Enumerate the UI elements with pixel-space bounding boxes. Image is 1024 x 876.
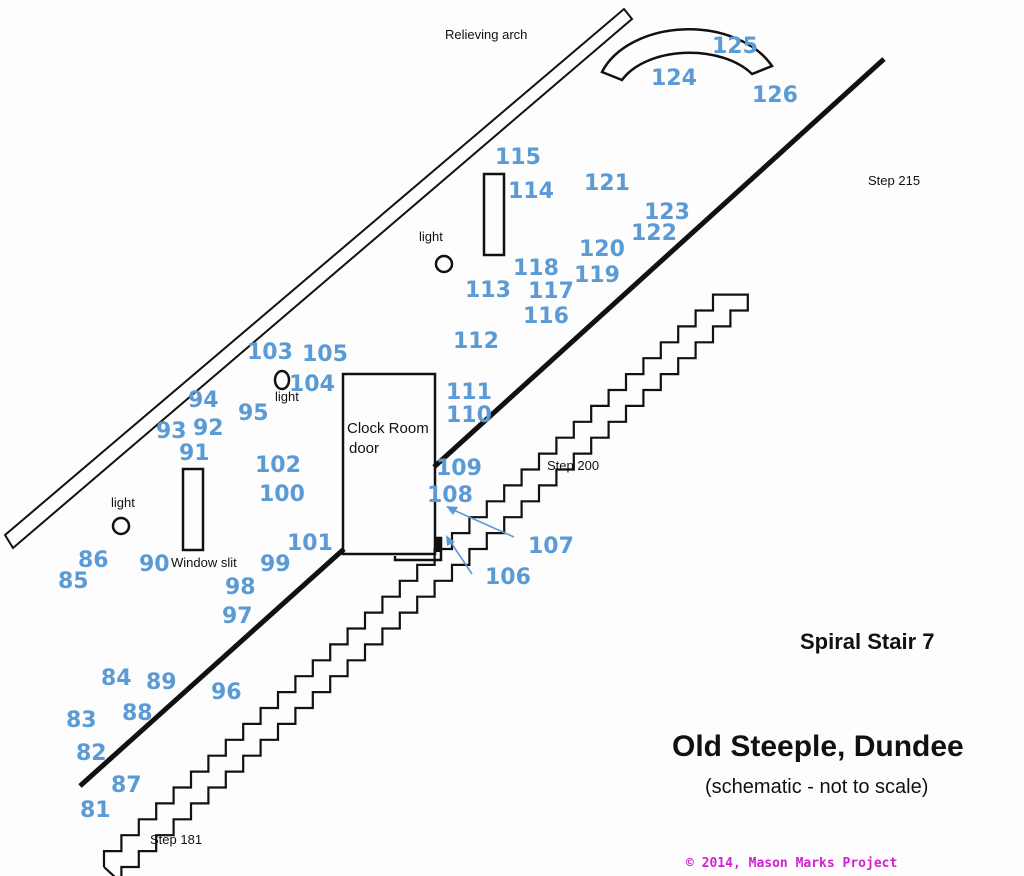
mark-95: 95 [238,401,269,426]
mark-112: 112 [453,329,499,354]
arrow-107-head [446,506,458,515]
mark-92: 92 [193,416,224,441]
mark-84: 84 [101,666,132,691]
staircase-outline [102,293,749,876]
relieving-arch-label: Relieving arch [445,27,527,42]
mark-103: 103 [247,340,293,365]
light-label-3: light [111,495,135,510]
mark-90: 90 [139,552,170,577]
mark-116: 116 [523,304,569,329]
inner-wall-lower [78,547,346,788]
mark-97: 97 [222,604,253,629]
mark-111: 111 [446,380,492,405]
mark-126: 126 [752,83,798,108]
mark-117: 117 [528,279,574,304]
arrow-106 [447,537,473,575]
mark-122: 122 [631,221,677,246]
arrow-107 [448,507,515,538]
mark-110: 110 [446,403,492,428]
mark-113: 113 [465,278,511,303]
outer-wall [3,7,634,550]
mark-118: 118 [513,256,559,281]
title: Old Steeple, Dundee [672,730,964,763]
mark-98: 98 [225,575,256,600]
mark-108: 108 [427,483,473,508]
mark-82: 82 [76,741,107,766]
mark-119: 119 [574,263,620,288]
copyright: © 2014, Mason Marks Project [686,856,897,871]
mark-93: 93 [156,419,187,444]
mark-81: 81 [80,798,111,823]
mark-123: 123 [644,200,690,225]
relieving-arch-shape [600,28,774,82]
mark-107: 107 [528,534,574,559]
mark-124: 124 [651,66,697,91]
step-215-label: Step 215 [868,173,920,188]
mark-86: 86 [78,548,109,573]
arrow-106-head [446,535,455,546]
step-200-label: Step 200 [547,458,599,473]
door-step-block [434,538,442,552]
mark-120: 120 [579,237,625,262]
mark-100: 100 [259,482,305,507]
mark-109: 109 [436,456,482,481]
mark-102: 102 [255,453,301,478]
window-slit-lower [181,467,205,552]
mark-115: 115 [495,145,541,170]
clock-room-label-2: door [349,440,379,457]
clock-room-door [341,372,437,556]
mark-96: 96 [211,680,242,705]
window-slit-upper [482,172,506,257]
window-slit-label: Window slit [171,555,237,570]
inner-wall-upper [432,57,886,469]
mark-87: 87 [111,773,142,798]
light-marker-1 [434,254,454,274]
mark-83: 83 [66,708,97,733]
mark-99: 99 [260,552,291,577]
mark-85: 85 [58,569,89,594]
step-181-label: Step 181 [150,832,202,847]
mark-125: 125 [712,34,758,59]
mark-105: 105 [302,342,348,367]
mark-101: 101 [287,531,333,556]
light-marker-2 [273,369,291,391]
light-marker-3 [111,516,131,536]
staircase [102,293,749,876]
mark-88: 88 [122,701,153,726]
light-label-1: light [419,229,443,244]
mark-121: 121 [584,171,630,196]
scale-note: (schematic - not to scale) [705,776,928,798]
subtitle: Spiral Stair 7 [800,629,935,654]
mark-89: 89 [146,670,177,695]
mark-114: 114 [508,179,554,204]
light-label-2: light [275,389,299,404]
mark-104: 104 [289,372,335,397]
clock-room-label-1: Clock Room [347,420,429,437]
mark-91: 91 [179,441,210,466]
mark-106: 106 [485,565,531,590]
mark-94: 94 [188,388,219,413]
